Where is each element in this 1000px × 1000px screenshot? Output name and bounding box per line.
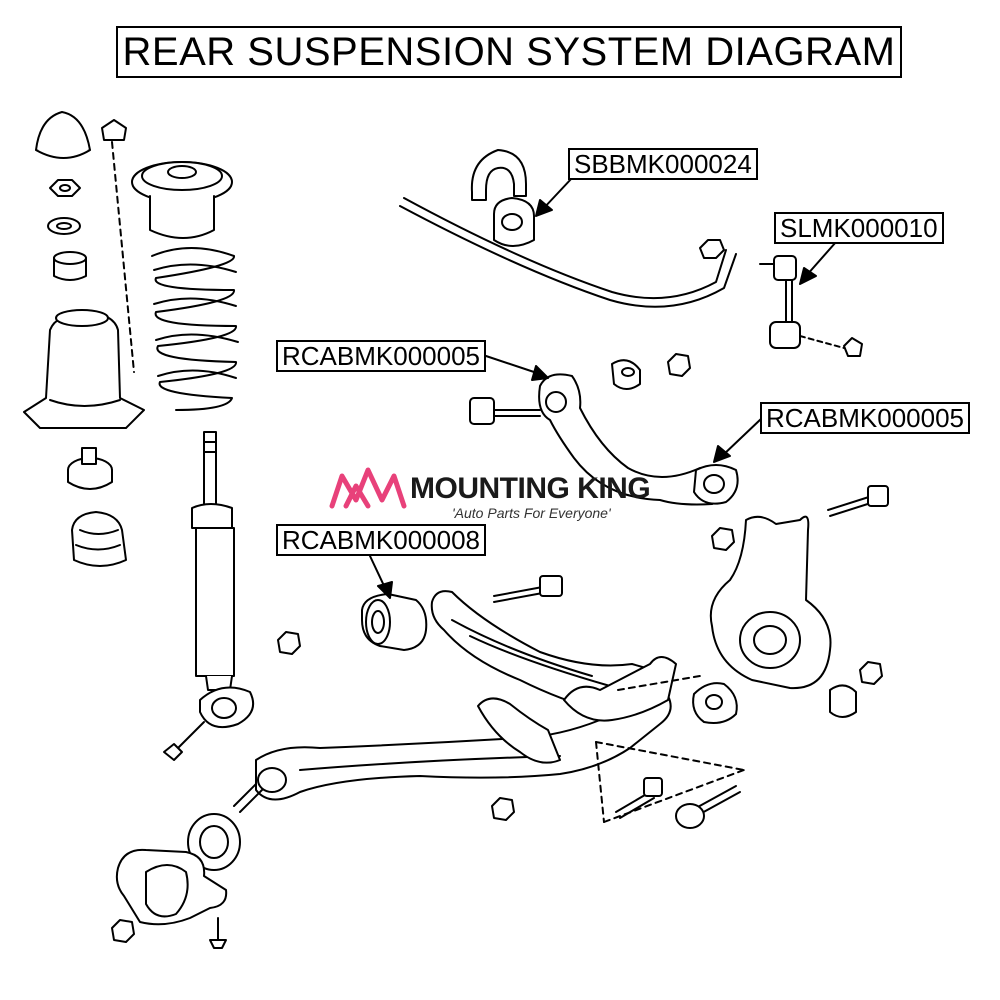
stabilizer-bushing xyxy=(493,197,535,247)
callout-rcabmk000005-lower: RCABMK000005 xyxy=(760,402,970,434)
bracket-bolt xyxy=(209,917,227,949)
lower-arm-bushing xyxy=(361,593,428,651)
trailing-arm-nut-b xyxy=(491,797,515,821)
nut-2 xyxy=(49,179,81,197)
trailing-bushing-ring xyxy=(187,813,241,871)
callout-slmk000010: SLMK000010 xyxy=(774,212,944,244)
trailing-arm-nut-a xyxy=(277,631,301,655)
knuckle-bushing xyxy=(692,682,738,724)
bushing-small xyxy=(53,251,87,281)
upper-arm-bolt xyxy=(469,397,541,425)
spring-insulator xyxy=(131,161,233,239)
coil-spring xyxy=(151,247,239,411)
bump-stop xyxy=(71,511,127,567)
knuckle xyxy=(709,515,832,690)
callout-sbbmk000024: SBBMK000024 xyxy=(568,148,758,180)
trailing-bolt-a xyxy=(615,777,663,819)
bump-cap xyxy=(35,111,91,159)
upper-control-arm xyxy=(538,373,739,506)
shock-bolt xyxy=(163,721,205,761)
shock-absorber xyxy=(191,431,254,728)
lower-control-arm xyxy=(430,590,663,713)
brand-tagline: 'Auto Parts For Everyone' xyxy=(452,505,611,521)
link-nut xyxy=(699,239,725,259)
upper-arm-bushing-a xyxy=(611,359,641,390)
bracket-nut xyxy=(111,919,135,943)
page-title: REAR SUSPENSION SYSTEM DIAGRAM xyxy=(116,26,902,78)
stabilizer-link xyxy=(759,255,863,357)
stabilizer-bushing-clamp xyxy=(470,149,527,201)
stop-upper xyxy=(67,447,113,490)
knuckle-nut-b xyxy=(859,661,883,685)
callout-rcabmk000005-upper: RCABMK000005 xyxy=(276,340,486,372)
knuckle-nut-a xyxy=(711,527,735,551)
trailing-bolt-b xyxy=(675,785,741,829)
callout-rcabmk000008: RCABMK000008 xyxy=(276,524,486,556)
strut-mount xyxy=(23,309,145,429)
washer xyxy=(47,217,81,235)
upper-arm-nut xyxy=(667,353,691,377)
stabilizer-bar xyxy=(399,197,737,308)
small-nut-top xyxy=(101,119,127,141)
knuckle-bushing-b xyxy=(829,684,857,718)
brand-name: MOUNTING KING xyxy=(410,472,651,505)
brand-logo-icon xyxy=(329,467,407,509)
trailing-bracket xyxy=(115,848,228,926)
knuckle-bolt xyxy=(827,485,889,517)
lower-arm-bolt xyxy=(493,575,563,603)
leader-lines xyxy=(369,177,837,599)
